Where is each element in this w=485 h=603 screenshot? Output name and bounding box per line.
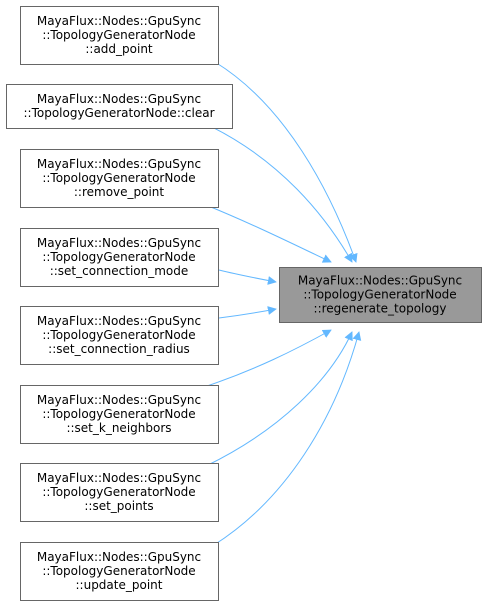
nodes: MayaFlux::Nodes::GpuSync::TopologyGenera… xyxy=(6,6,482,601)
caller-node-7-label-line: MayaFlux::Nodes::GpuSync xyxy=(37,471,201,485)
caller-node-4-label-line: ::TopologyGeneratorNode xyxy=(42,250,195,264)
caller-node-8-label-line: MayaFlux::Nodes::GpuSync xyxy=(37,550,201,564)
caller-node-5-label-line: MayaFlux::Nodes::GpuSync xyxy=(37,314,201,328)
edge-caller-6 xyxy=(203,329,332,388)
caller-node-7-label-line: ::TopologyGeneratorNode xyxy=(42,485,195,499)
caller-node-5-box xyxy=(20,306,219,365)
caller-node-3-box xyxy=(20,149,219,208)
edge-caller-5 xyxy=(218,306,277,319)
caller-node-7-box xyxy=(20,463,219,522)
caller-node-2-box xyxy=(6,84,233,129)
target-node-regenerate-topology-label-line: ::regenerate_topology xyxy=(314,302,447,316)
caller-node-1-label-line: MayaFlux::Nodes::GpuSync xyxy=(37,14,201,28)
caller-node-4-label-line: MayaFlux::Nodes::GpuSync xyxy=(37,236,201,250)
caller-node-7-label-line: ::set_points xyxy=(84,499,153,513)
edge-caller-1 xyxy=(214,61,358,263)
caller-node-1-box xyxy=(20,6,219,65)
edges xyxy=(203,61,362,546)
target-node-regenerate-topology-box xyxy=(279,267,482,323)
caller-node-4-box xyxy=(20,228,219,287)
caller-node-6-label-line: ::TopologyGeneratorNode xyxy=(42,407,195,421)
caller-node-3-label-line: MayaFlux::Nodes::GpuSync xyxy=(37,157,201,171)
caller-node-6-box xyxy=(20,385,219,444)
caller-node-8[interactable]: MayaFlux::Nodes::GpuSync::TopologyGenera… xyxy=(20,542,219,601)
caller-node-8-label-line: ::update_point xyxy=(76,578,163,592)
caller-node-8-label-line: ::TopologyGeneratorNode xyxy=(42,564,195,578)
caller-node-1-label-line: ::add_point xyxy=(85,42,153,56)
target-node-regenerate-topology-label-line: MayaFlux::Nodes::GpuSync xyxy=(298,274,462,288)
caller-node-6-label-line: ::set_k_neighbors xyxy=(66,421,171,435)
caller-node-2[interactable]: MayaFlux::Nodes::GpuSync::TopologyGenera… xyxy=(6,84,233,129)
edge-caller-8 xyxy=(213,331,362,546)
caller-node-6[interactable]: MayaFlux::Nodes::GpuSync::TopologyGenera… xyxy=(20,385,219,444)
caller-node-1-label-line: ::TopologyGeneratorNode xyxy=(42,28,195,42)
edge-caller-2 xyxy=(207,124,353,263)
caller-node-3-label-line: ::TopologyGeneratorNode xyxy=(42,171,195,185)
caller-node-1[interactable]: MayaFlux::Nodes::GpuSync::TopologyGenera… xyxy=(20,6,219,65)
caller-node-5-label-line: ::set_connection_radius xyxy=(48,342,190,356)
edge-caller-7 xyxy=(205,331,353,467)
target-node-regenerate-topology-label-line: ::TopologyGeneratorNode xyxy=(303,288,456,302)
caller-node-3-label-line: ::remove_point xyxy=(74,185,165,199)
caller-node-4[interactable]: MayaFlux::Nodes::GpuSync::TopologyGenera… xyxy=(20,228,219,287)
caller-node-2-label-line: ::TopologyGeneratorNode::clear xyxy=(23,106,214,120)
target-node-regenerate-topology[interactable]: MayaFlux::Nodes::GpuSync::TopologyGenera… xyxy=(279,267,482,323)
caller-node-8-box xyxy=(20,542,219,601)
edge-caller-4 xyxy=(218,269,277,285)
caller-node-6-label-line: MayaFlux::Nodes::GpuSync xyxy=(37,393,201,407)
caller-node-3[interactable]: MayaFlux::Nodes::GpuSync::TopologyGenera… xyxy=(20,149,219,208)
caller-node-5[interactable]: MayaFlux::Nodes::GpuSync::TopologyGenera… xyxy=(20,306,219,365)
caller-node-2-label-line: MayaFlux::Nodes::GpuSync xyxy=(37,92,201,106)
caller-node-4-label-line: ::set_connection_mode xyxy=(50,264,189,278)
edge-caller-3 xyxy=(205,204,332,263)
caller-node-5-label-line: ::TopologyGeneratorNode xyxy=(42,328,195,342)
caller-node-7[interactable]: MayaFlux::Nodes::GpuSync::TopologyGenera… xyxy=(20,463,219,522)
